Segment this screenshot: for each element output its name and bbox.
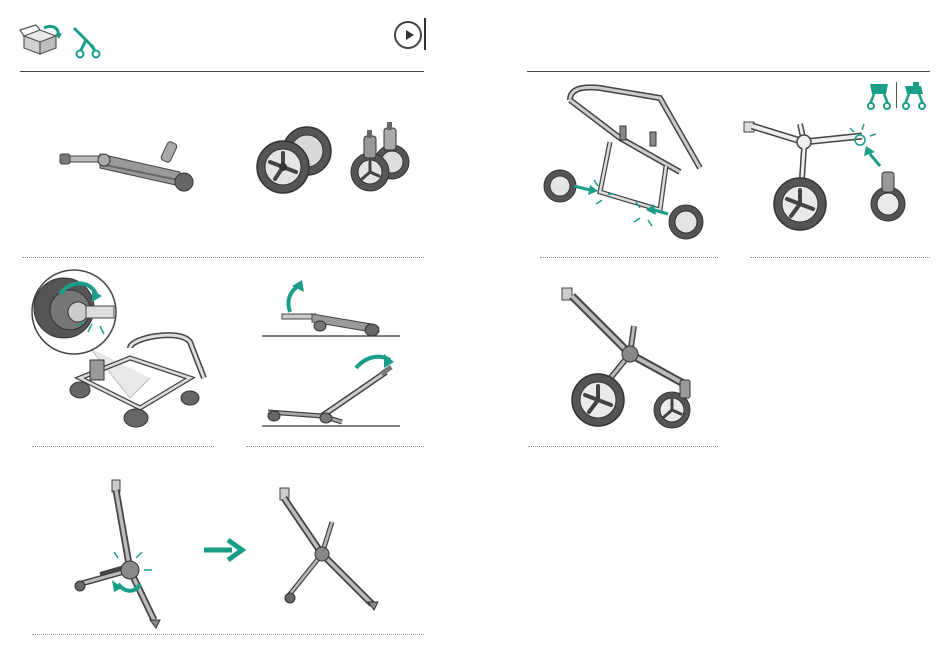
play-video-button[interactable] (394, 21, 422, 49)
stroller-forward-icon (866, 80, 892, 110)
attach-front-wheel-illustration (744, 118, 914, 233)
play-divider (424, 18, 426, 50)
step-divider (22, 257, 424, 258)
attach-rear-wheels-illustration (540, 82, 710, 247)
step-divider (540, 257, 718, 258)
next-step-arrow (204, 538, 244, 562)
step-divider (528, 446, 718, 447)
front-wheels-illustration (348, 120, 412, 195)
stroller-frame-icon (72, 26, 102, 58)
step-divider (246, 446, 424, 447)
header-rule-right (527, 71, 930, 72)
step-divider (32, 446, 214, 447)
header-rule-left (20, 71, 424, 72)
unbox-icon (20, 24, 62, 54)
icon-separator (896, 82, 897, 108)
folded-frame-illustration (60, 140, 200, 195)
raise-handle-illustration-1 (262, 280, 402, 340)
raise-handle-illustration-2 (262, 350, 402, 430)
unfold-frame-before-illustration (70, 478, 170, 628)
unfold-frame-after-illustration (276, 486, 386, 611)
assembled-chassis-illustration (560, 284, 710, 434)
step-divider (32, 634, 424, 635)
step-divider (750, 257, 930, 258)
stroller-rearward-icon (901, 80, 927, 110)
rear-wheels-illustration (255, 125, 335, 195)
rotate-lock-illustration (30, 268, 220, 443)
